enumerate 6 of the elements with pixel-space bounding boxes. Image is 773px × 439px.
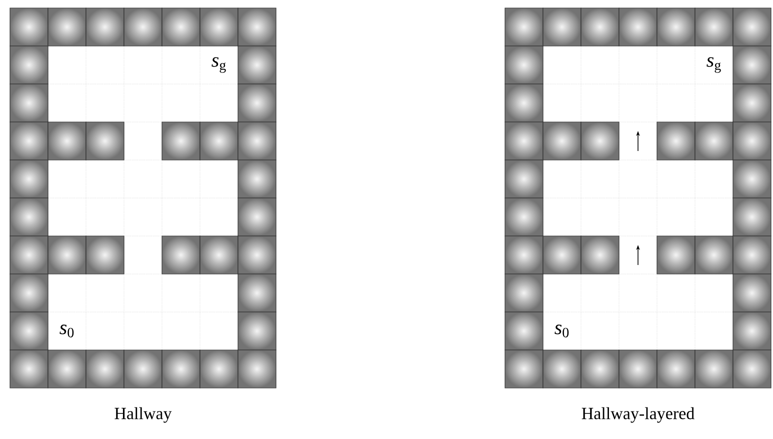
caption: Hallway-layered (582, 407, 694, 423)
state-label: s$_{0}$ (554, 324, 569, 338)
caption: Hallway (114, 407, 172, 423)
state-label: s$_{0}$ (60, 324, 74, 338)
state-label: s$_{g}$ (706, 57, 721, 73)
state-label: s$_{g}$ (212, 57, 226, 73)
